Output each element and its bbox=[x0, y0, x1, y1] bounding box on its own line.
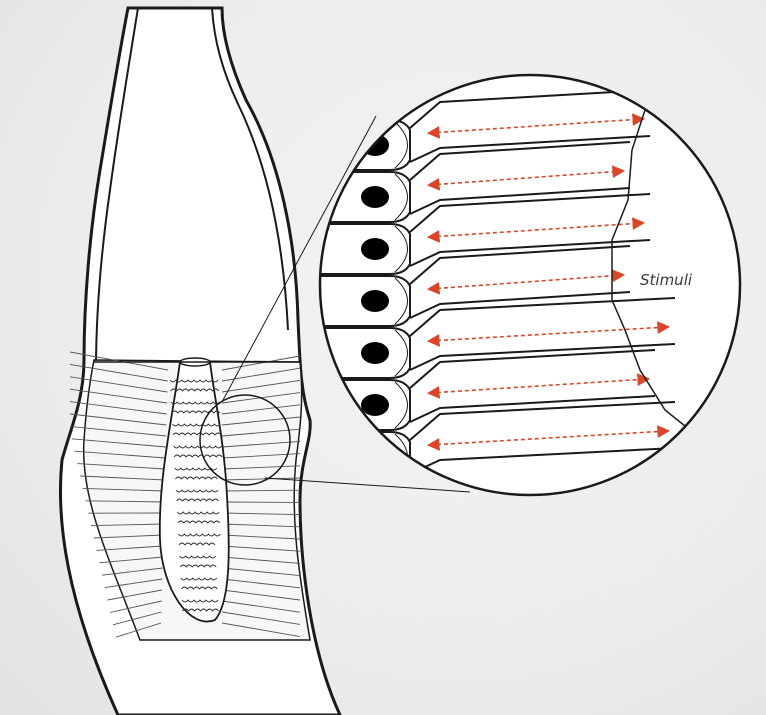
nucleus-icon bbox=[361, 342, 389, 364]
nucleus-icon bbox=[361, 290, 389, 312]
nucleus-icon bbox=[361, 186, 389, 208]
receptor-cell bbox=[300, 380, 410, 430]
receptor-cell bbox=[300, 328, 410, 378]
magnified-view: Stimuli bbox=[300, 75, 740, 495]
nucleus-icon bbox=[361, 394, 389, 416]
receptor-cell bbox=[300, 224, 410, 274]
receptor-cell bbox=[300, 120, 410, 170]
nucleus-icon bbox=[361, 238, 389, 260]
receptor-cell bbox=[300, 276, 410, 326]
receptor-cell bbox=[300, 172, 410, 222]
nucleus-icon bbox=[361, 446, 389, 468]
receptor-cell bbox=[300, 432, 410, 482]
stimuli-label: Stimuli bbox=[640, 271, 693, 289]
